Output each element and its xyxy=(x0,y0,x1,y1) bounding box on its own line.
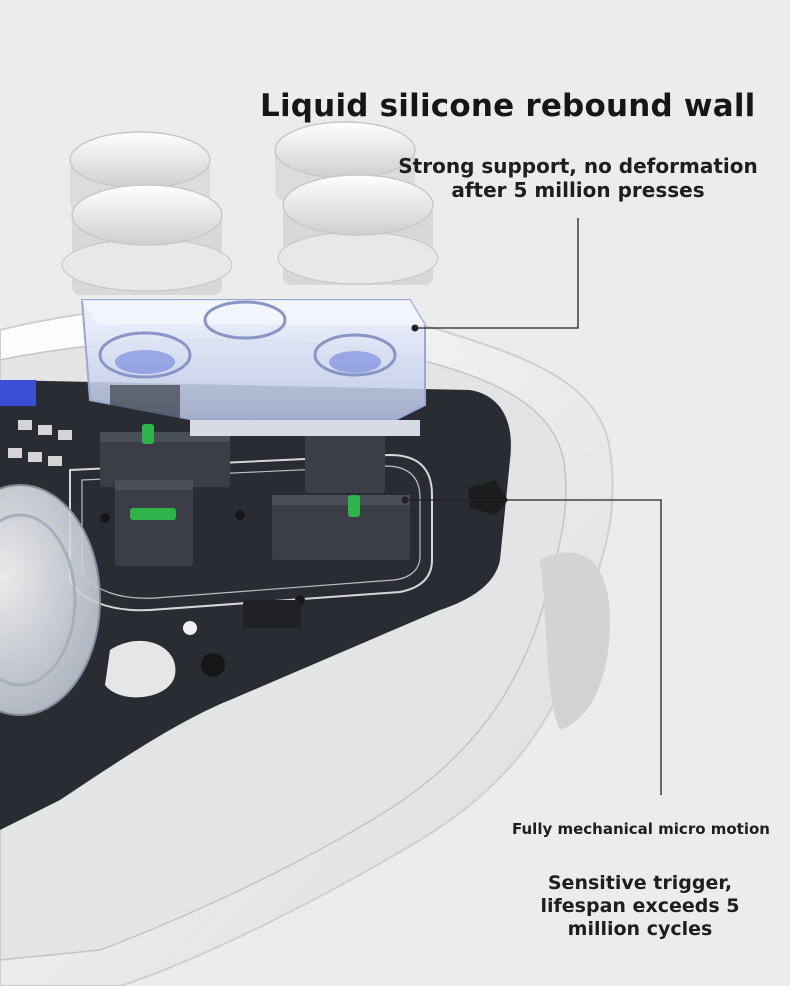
button-cap-a xyxy=(277,174,439,285)
board-hole xyxy=(235,510,245,520)
board-cutout xyxy=(105,640,176,698)
small-connector xyxy=(468,480,508,515)
callout-line: Strong support, no deformation xyxy=(398,154,758,178)
micro-switch xyxy=(115,480,193,566)
button-cap-b xyxy=(61,184,233,295)
callout-line: after 5 million presses xyxy=(451,178,705,203)
small-connector xyxy=(243,600,301,628)
board-trace-inner xyxy=(81,465,421,599)
clear-dome xyxy=(0,484,101,716)
headline: Liquid silicone rebound wall xyxy=(260,88,756,124)
leader-line xyxy=(405,218,662,795)
board-hole xyxy=(183,621,197,635)
micro-switch xyxy=(100,424,230,487)
clear-dome-ring xyxy=(0,513,77,687)
leader-dot xyxy=(411,324,419,332)
board-hole xyxy=(100,513,110,523)
leader-dot xyxy=(401,496,409,504)
callout-line: Fully mechanical micro motion xyxy=(512,820,770,838)
callout-line: million cycles xyxy=(567,918,713,941)
callout-line: Sensitive trigger, xyxy=(547,872,733,894)
callout-line: lifespan exceeds 5 xyxy=(540,895,740,918)
silicone-rebound-wall xyxy=(80,299,426,436)
callout-trigger-lifespan: Sensitive trigger, lifespan exceeds 5 mi… xyxy=(530,872,750,942)
board-hole xyxy=(201,653,225,677)
callout-durability: Strong support, no deformation after 5 m… xyxy=(398,154,758,203)
micro-switch xyxy=(272,495,410,560)
callout-micro-motion: Fully mechanical micro motion xyxy=(512,820,770,838)
shell-bumper xyxy=(540,552,610,730)
smd-components xyxy=(0,380,72,466)
